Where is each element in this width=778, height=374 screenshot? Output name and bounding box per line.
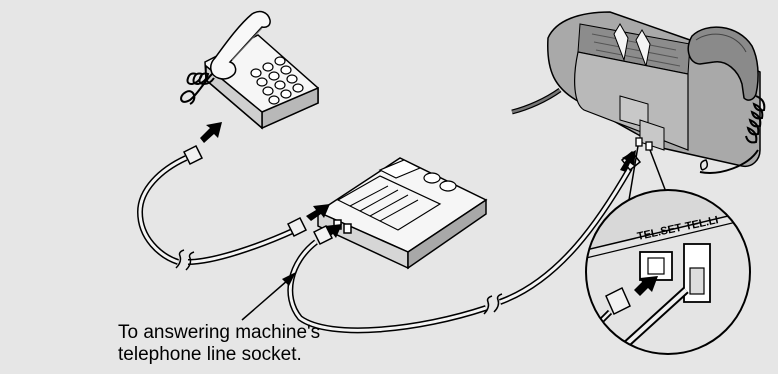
caption-line-2: telephone line socket. <box>118 344 320 366</box>
telephone <box>181 12 318 128</box>
phone-cord <box>140 146 306 270</box>
caption-line-1: To answering machine's <box>118 322 320 344</box>
answering-machine <box>318 158 486 268</box>
line-cord <box>290 152 640 330</box>
arrow-to-telephone <box>200 122 222 143</box>
jack-closeup-inset: TEL.SET TEL.LI <box>586 190 770 360</box>
caption: To answering machine's telephone line so… <box>118 322 320 366</box>
